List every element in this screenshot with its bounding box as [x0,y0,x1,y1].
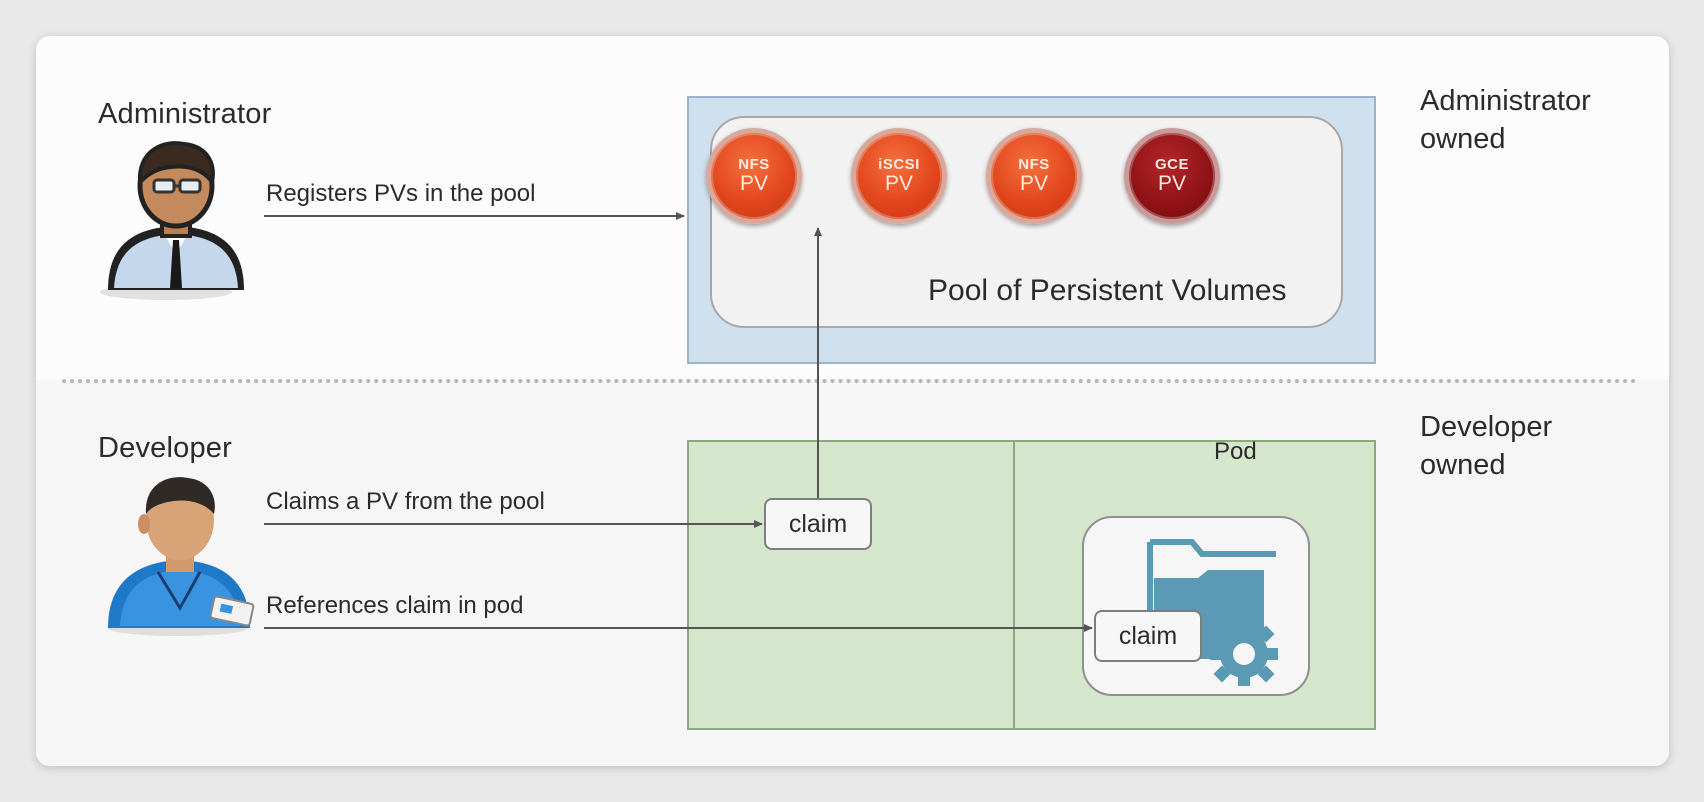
references-claim-label: References claim in pod [266,592,524,619]
pv-gce: GCE PV [1124,128,1220,224]
pv-kind-label: PV [1019,171,1048,195]
ownership-divider [62,379,1637,383]
claims-area [687,440,1015,730]
pv-type-label: GCE [1154,156,1189,174]
pv-kind-label: PV [1157,171,1186,195]
administrator-title: Administrator [98,98,272,130]
pv-iscsi: iSCSI PV [851,128,947,224]
claim-box: claim [764,498,872,550]
diagram-card: Administrator Registers PVs in the pool … [36,36,1669,766]
pv-type-label: NFS [1018,156,1050,174]
administrator-avatar-icon [100,141,244,300]
developer-title: Developer [98,432,232,464]
pod-claim-box: claim [1094,610,1202,662]
pv-type-label: NFS [738,156,770,174]
pv-kind-label: PV [884,171,913,195]
administrator-owned-label: Administrator owned [1420,82,1591,158]
owned-line-1: Administrator [1420,85,1591,117]
arrows-layer [264,212,1093,632]
pv-nfs-2: NFS PV [986,128,1082,224]
pv-type-label: iSCSI [878,156,920,174]
claims-pv-label: Claims a PV from the pool [266,488,545,515]
owned-line-2: owned [1420,449,1506,481]
owned-line-1: Developer [1420,411,1553,443]
folder-gear-icon [1147,539,1278,686]
developer-owned-label: Developer owned [1420,408,1552,484]
pv-kind-label: PV [739,171,768,195]
pool-label: Pool of Persistent Volumes [928,274,1287,307]
owned-line-2: owned [1420,123,1506,155]
registers-pvs-label: Registers PVs in the pool [266,180,536,207]
pod-title: Pod [1214,438,1257,465]
developer-avatar-icon [108,477,255,636]
pv-nfs-1: NFS PV [706,128,802,224]
